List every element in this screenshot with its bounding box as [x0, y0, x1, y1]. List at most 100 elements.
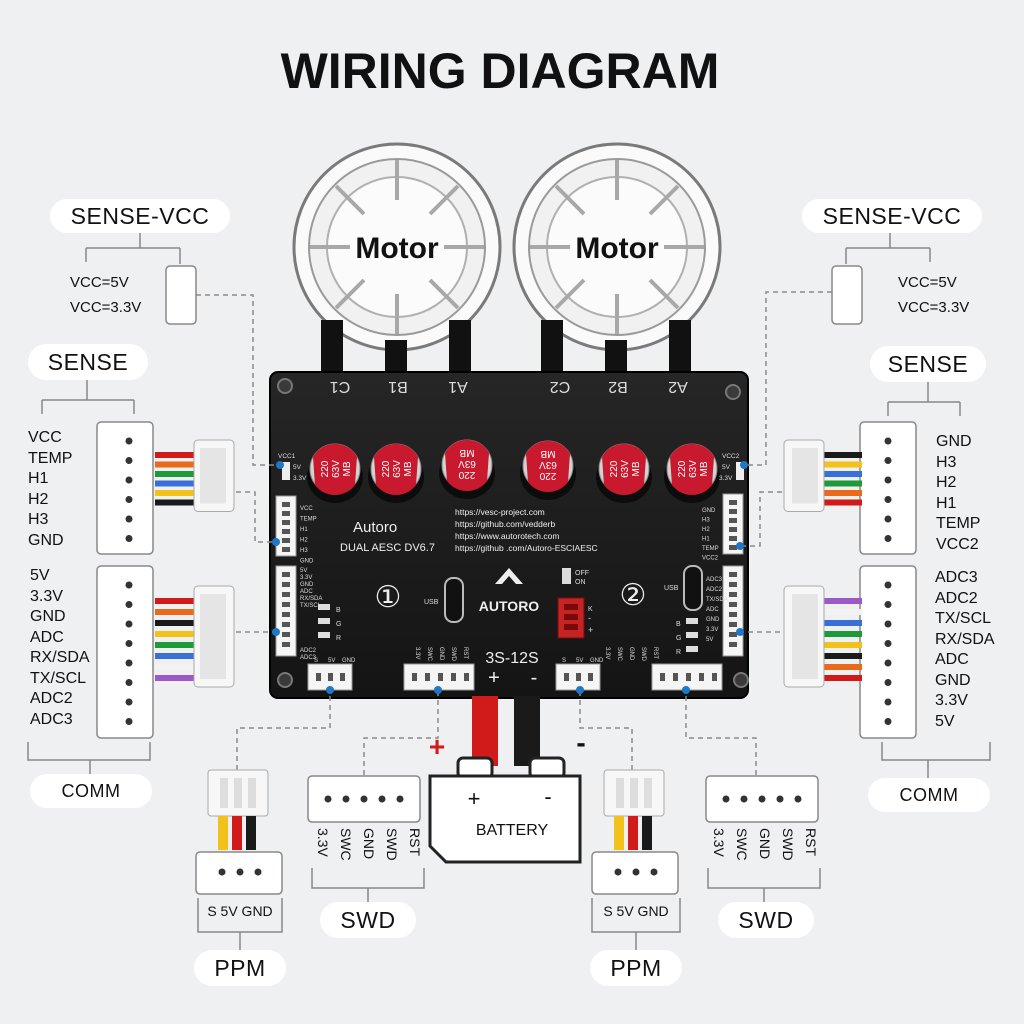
sense-pins-right: GND H3 H2 H1 TEMP VCC2 — [936, 432, 980, 555]
comm-pin-right: ADC2 — [935, 589, 978, 607]
power-switch[interactable] — [562, 568, 571, 584]
silk-label: GND — [628, 647, 634, 661]
silk-label: 5V — [706, 637, 713, 643]
usb-2-label: USB — [664, 585, 679, 592]
swd-pin-label: RST — [803, 828, 819, 856]
led2-r: R — [676, 649, 681, 656]
swd-pin-label: SWD — [384, 828, 400, 861]
sense-vcc-jumper-left — [165, 265, 197, 325]
silk-label: 5V — [300, 568, 307, 574]
motor-left — [292, 142, 502, 352]
phase-b2: B2 — [608, 378, 628, 395]
capacitor-value: MB — [699, 461, 710, 476]
silk-label: SWD — [640, 647, 646, 662]
capacitor-value: 63V — [620, 460, 631, 478]
switch-on-label: ON — [575, 579, 586, 586]
board-sense-connector-left[interactable] — [275, 495, 297, 557]
board-model: DUAL AESC DV6.7 — [340, 542, 435, 554]
comm-pin-left: 5V — [30, 567, 50, 584]
silk-label: H2 — [702, 527, 710, 533]
ppm-swd-dots — [218, 795, 802, 876]
led-indicators-right — [686, 618, 698, 652]
usb-port-2[interactable] — [683, 565, 703, 611]
silk-label: VCC2 — [702, 556, 719, 562]
silk-label: GND — [702, 508, 716, 514]
sense-pin-right: H1 — [936, 494, 957, 512]
silk-label: H2 — [300, 538, 308, 544]
aux-plus: + — [588, 625, 593, 635]
ppm-label-right: PPM — [590, 950, 682, 986]
silk-label: ADC3 — [706, 577, 723, 583]
silk-label: 3.3V — [414, 647, 420, 659]
capacitor-value: 220 — [609, 460, 620, 477]
silk-label: S — [314, 658, 318, 664]
sense-pin-left: H2 — [28, 490, 49, 508]
sense-pin-left: VCC — [28, 429, 62, 446]
led-b: B — [336, 607, 341, 614]
silk-label: RST — [462, 647, 468, 659]
ppm-label-left: PPM — [194, 950, 286, 986]
logo-text: AUTORO — [479, 598, 540, 614]
ppm-pins-left: S 5V GND — [207, 903, 272, 919]
vcc1-jumper[interactable] — [282, 462, 290, 480]
battery-label: BATTERY — [476, 822, 549, 839]
capacitor-value: MB — [342, 461, 353, 476]
battery-plus: + — [468, 786, 481, 811]
motor-right-label: Motor — [575, 232, 659, 265]
usb-port-1[interactable] — [444, 577, 464, 623]
silk-label: SWC — [616, 647, 622, 662]
battery-minus: - — [544, 784, 551, 809]
url-4: https://github .com/Autoro-ESCIAESC — [455, 543, 598, 553]
board-comm-connector-left[interactable] — [275, 565, 297, 657]
vcc2-33v: 3.3V — [719, 475, 733, 482]
silk-label: S — [562, 658, 566, 664]
swd-pin-label: 3.3V — [315, 828, 331, 857]
silk-label: ADC — [300, 589, 313, 595]
board-brand: Autoro — [353, 519, 397, 536]
sense-pin-left: TEMP — [28, 449, 73, 467]
url-2: https://github.com/vedderb — [455, 519, 555, 529]
comm-pin-right: ADC — [935, 651, 969, 668]
silk-label: GND — [438, 647, 444, 661]
silk-label: TX/SDA — [706, 597, 728, 603]
group-brackets — [27, 232, 991, 954]
board-minus: - — [531, 667, 538, 689]
aux-minus: - — [588, 613, 591, 623]
capacitor-value: 220 — [458, 469, 475, 480]
sense-pin-right: H2 — [936, 474, 957, 491]
led-g: G — [336, 621, 341, 628]
capacitor-value: 63V — [688, 460, 699, 478]
silk-label: ADC2 — [300, 648, 317, 654]
vcc1-33v: 3.3V — [293, 475, 307, 482]
vcc2-jumper[interactable] — [736, 462, 744, 480]
sense-vcc-label-right: SENSE-VCC — [802, 199, 982, 233]
silk-label: 5V — [328, 658, 335, 664]
swd-pin-label: SWD — [780, 828, 796, 861]
comm-pin-right: GND — [935, 671, 971, 689]
capacitor-value: MB — [459, 447, 474, 458]
swd-pin-label: RST — [407, 828, 423, 856]
capacitor-value: MB — [631, 461, 642, 476]
sense-pins-left: VCC TEMP H1 H2 H3 GND — [28, 428, 72, 551]
board-sense-connector-right[interactable] — [722, 493, 744, 555]
vcc2-label: VCC2 — [722, 453, 740, 460]
swd-pin-label: SWC — [338, 828, 354, 861]
comm-pins-right: ADC3 ADC2 TX/SCL RX/SDA ADC GND 3.3V 5V — [935, 568, 995, 732]
page-title: WIRING DIAGRAM — [280, 43, 720, 99]
board-connector-pins — [282, 500, 737, 681]
sense-pin-right: TEMP — [936, 515, 981, 532]
sense-vcc-right-33v: VCC=3.3V — [898, 299, 969, 316]
pin-dots — [125, 437, 892, 725]
sense-vcc-left-5v: VCC=5V — [70, 274, 129, 291]
url-1: https://vesc-project.com — [455, 507, 545, 517]
vcc1-label: VCC1 — [278, 453, 296, 460]
ppm-cable-right — [603, 769, 665, 850]
silk-label: ADC — [706, 607, 719, 613]
silk-label: VCC — [300, 506, 313, 512]
led2-g: G — [676, 635, 681, 642]
